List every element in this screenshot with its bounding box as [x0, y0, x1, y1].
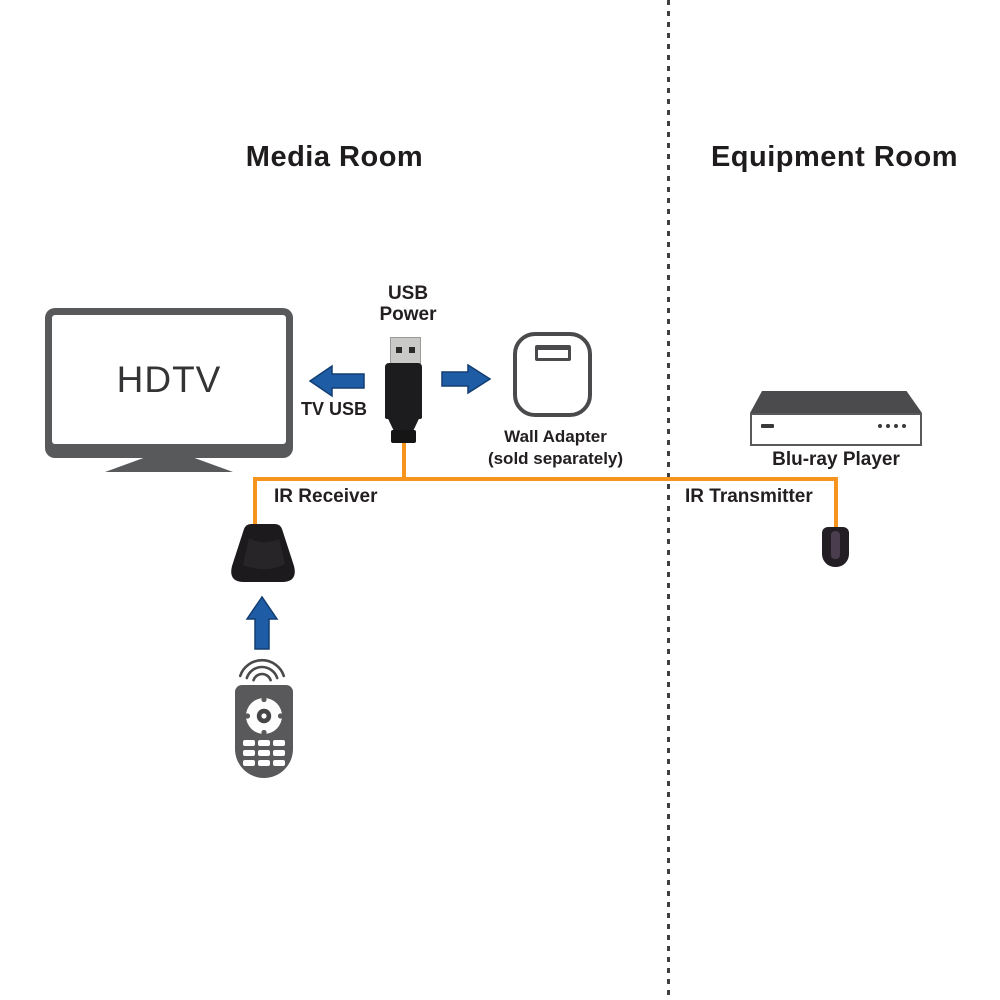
wall-adapter-line2: (sold separately)	[487, 449, 624, 468]
bluray-player-label: Blu-ray Player	[772, 449, 900, 470]
remote-button	[273, 760, 285, 766]
equipment-room-title: Equipment Room	[710, 141, 959, 173]
remote-button	[273, 750, 285, 756]
remote-button	[243, 740, 255, 746]
hdtv-screen: HDTV	[52, 315, 286, 444]
usb-connector-icon	[390, 337, 421, 364]
arrow-up-icon	[245, 595, 279, 650]
remote-dpad-icon	[244, 696, 284, 736]
wall-adapter-line1: Wall Adapter	[504, 427, 607, 446]
remote-button	[258, 750, 270, 756]
remote-button-grid	[243, 740, 285, 766]
usb-power-line1: USB	[387, 283, 429, 304]
ir-transmitter-icon	[822, 527, 849, 567]
usb-connector-neck	[387, 417, 420, 431]
tv-usb-label: TV USB	[301, 399, 368, 419]
ir-signal-icon	[238, 659, 286, 682]
usb-connector-body	[385, 363, 422, 419]
remote-control-icon	[235, 685, 293, 778]
remote-button	[258, 740, 270, 746]
ir-transmitter-label: IR Transmitter	[685, 486, 813, 507]
room-divider-dashed-line	[667, 0, 670, 1000]
remote-button	[243, 760, 255, 766]
arrow-left-icon	[308, 364, 365, 398]
remote-button	[243, 750, 255, 756]
usb-power-line2: Power	[379, 304, 437, 325]
wall-adapter-slot	[535, 345, 571, 361]
remote-button	[273, 740, 285, 746]
ir-receiver-icon	[231, 524, 295, 582]
remote-button	[258, 760, 270, 766]
ir-cable-to-receiver	[253, 477, 257, 528]
usb-pin-icon	[409, 347, 415, 353]
arrow-right-icon	[441, 363, 492, 395]
usb-connector-collar	[391, 430, 416, 443]
hdtv-stand	[105, 458, 233, 472]
media-room-title: Media Room	[245, 141, 424, 173]
ir-cable-horizontal	[253, 477, 838, 481]
bluray-buttons-icon	[878, 424, 906, 428]
ir-receiver-label: IR Receiver	[274, 486, 378, 507]
bluray-player-top	[750, 391, 922, 413]
wall-adapter-label: Wall Adapter (sold separately)	[468, 426, 643, 470]
ir-transmitter-highlight	[831, 531, 840, 559]
usb-power-label: USB Power	[368, 283, 448, 325]
usb-pin-icon	[396, 347, 402, 353]
bluray-slot-icon	[761, 424, 774, 428]
bluray-player-icon	[750, 413, 922, 446]
ir-cable-to-usb	[402, 443, 406, 481]
ir-cable-to-transmitter	[834, 477, 838, 529]
hdtv-label: HDTV	[116, 358, 222, 400]
